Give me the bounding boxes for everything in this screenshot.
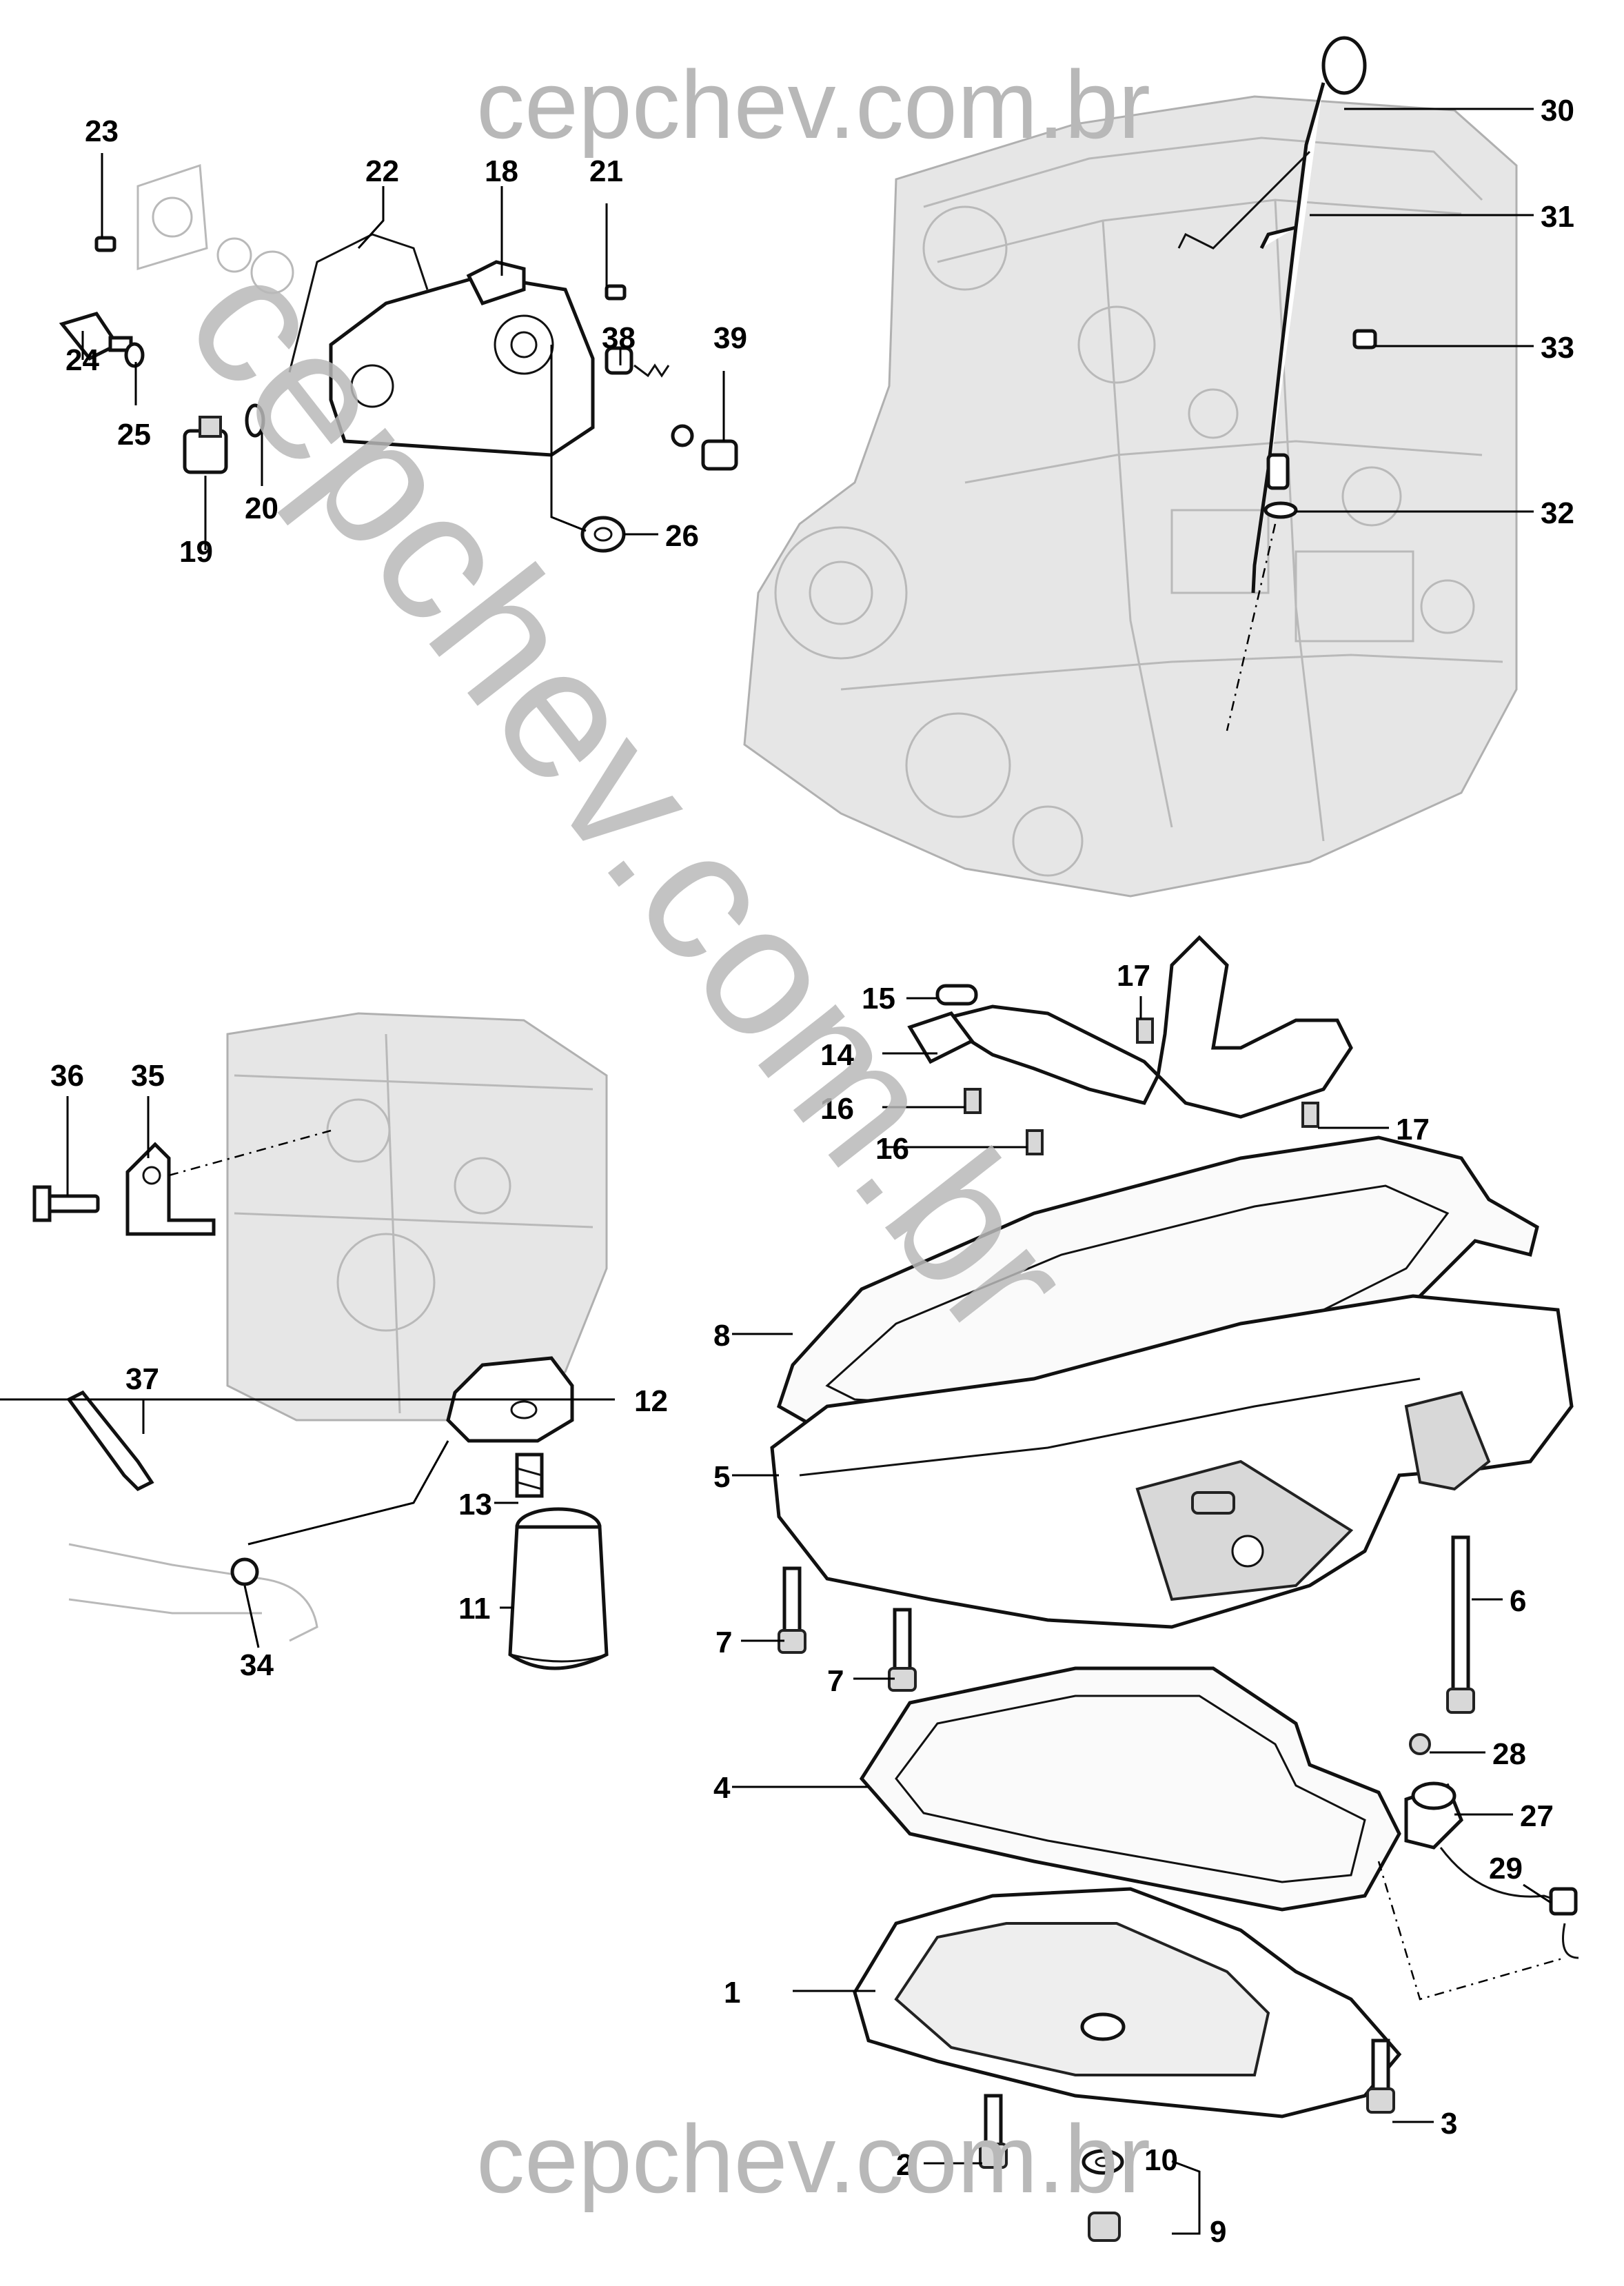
callout-39: 39 [713,321,747,355]
watermark-top: cepchev.com.br [476,50,1150,159]
callout-7a: 7 [715,1626,732,1659]
callout-38: 38 [602,321,636,355]
callout-2: 2 [896,2148,913,2182]
callout-16a: 16 [820,1092,854,1126]
callout-12: 12 [634,1384,668,1418]
callout-21: 21 [589,154,623,188]
oil-filter-group [247,1356,609,1670]
watermark-bottom: cepchev.com.br [476,2105,1150,2213]
callout-3: 3 [1441,2107,1457,2141]
callout-labels: 1 2 3 4 5 6 7 7 8 9 10 11 12 13 14 15 16… [50,94,1574,2249]
oil-pump-assembly [59,163,738,553]
callout-34: 34 [240,1648,274,1682]
sump-gasket-lower [859,1666,1401,1912]
callout-11: 11 [458,1592,491,1626]
callout-17b: 17 [1396,1113,1430,1146]
engine-block-ghost [743,95,1518,898]
callout-36: 36 [50,1059,84,1093]
oil-level-sensor [1377,1733,1579,2001]
callout-18: 18 [485,154,518,188]
engine-lower-ghost [68,1012,608,1642]
callout-29: 29 [1489,1852,1523,1885]
callout-15: 15 [862,982,895,1015]
callout-25: 25 [117,418,151,452]
callout-7b: 7 [827,1664,844,1698]
callout-16b: 16 [875,1132,909,1166]
callout-27: 27 [1520,1799,1554,1833]
callout-23: 23 [85,114,119,148]
callout-32: 32 [1541,496,1574,530]
callout-19: 19 [179,535,213,569]
callout-5: 5 [713,1460,730,1494]
leader-lines [0,108,1552,2165]
dipstick-assembly [1177,36,1377,731]
upper-oil-pan [770,1294,1574,1629]
callout-20: 20 [245,492,278,525]
callout-26: 26 [665,519,699,553]
callout-28: 28 [1492,1737,1526,1771]
pan-hardware [979,2039,1395,2242]
callout-8: 8 [713,1319,730,1353]
callout-35: 35 [131,1059,165,1093]
callout-22: 22 [365,154,399,188]
callout-24: 24 [65,343,99,377]
lower-oil-pan [853,1887,1402,2118]
callout-13: 13 [458,1488,492,1521]
callout-37: 37 [125,1362,159,1396]
callout-1: 1 [724,1976,740,2010]
callout-17a: 17 [1117,959,1150,993]
callout-33: 33 [1541,331,1574,365]
callout-31: 31 [1541,200,1574,234]
callout-14: 14 [820,1038,854,1072]
callout-4: 4 [713,1771,731,1805]
callout-10: 10 [1144,2143,1178,2177]
sump-bolts [778,1535,1475,1714]
callout-30: 30 [1541,94,1574,128]
oil-pickup-tube [907,935,1353,1155]
callout-6: 6 [1510,1584,1526,1618]
callout-9: 9 [1210,2215,1226,2249]
brackets [32,1129,332,1586]
